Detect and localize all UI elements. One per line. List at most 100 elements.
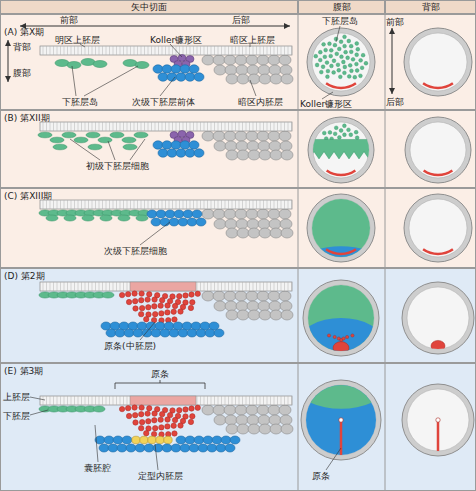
epiblast-cell-wall [200, 282, 201, 291]
secondary-hypoblast-cell [180, 444, 190, 452]
epiblast-cell-wall [211, 122, 212, 131]
epiblast-cell-wall [57, 282, 58, 291]
epiblast-cell-wall [162, 396, 163, 405]
epiblast-cell-wall [127, 46, 128, 55]
epiblast-cell-wall [165, 122, 166, 131]
secondary-hypoblast-cell [133, 329, 143, 337]
secondary-hypoblast-cell [192, 210, 202, 218]
epiblast-cell-wall [200, 122, 201, 131]
yolk-cell [258, 141, 270, 151]
yolk-cell [236, 415, 248, 425]
yolk-cell [236, 141, 248, 151]
epiblast-cell-wall [116, 200, 117, 209]
ventral-view [299, 369, 383, 460]
epiblast-cell-wall [144, 200, 145, 209]
definitive-endoderm-cell [132, 436, 140, 444]
epiblast-cell-wall [85, 282, 86, 291]
epiblast-cell-wall [242, 200, 243, 209]
epiblast-cell-wall [60, 200, 61, 209]
secondary-hypoblast-cell [169, 218, 179, 226]
epiblast-cell-wall [207, 122, 208, 131]
streak-mesoderm-cell [183, 300, 188, 305]
epiblast-cell-wall [284, 200, 285, 209]
epiblast-cell-wall [85, 200, 86, 209]
posterior-hypoblast-cell [171, 141, 181, 149]
streak-mesoderm-cell [133, 420, 138, 425]
posterior-hypoblast-cell [189, 65, 199, 73]
epiblast-cell-wall [158, 396, 159, 405]
epiblast-cell-wall [225, 200, 226, 209]
yolk-cell [281, 150, 293, 160]
streak-mesoderm-cell [159, 432, 164, 437]
epiblast-cell-wall [148, 122, 149, 131]
streak-mesoderm-cell [144, 431, 149, 436]
koller-sickle-arc [326, 83, 356, 88]
primary-hypoblast-sheet [307, 194, 375, 262]
epiblast-cell-wall [214, 122, 215, 131]
epiblast-cell-wall [249, 46, 250, 55]
secondary-hypoblast-cell [113, 436, 123, 444]
primary-hypoblast-cell [98, 137, 112, 143]
yolk-cell [279, 209, 291, 219]
epiblast-cell-wall [190, 46, 191, 55]
part-label: 次级下胚层前体 [132, 97, 195, 107]
leader-line [170, 44, 182, 57]
epiblast-cell-wall [99, 396, 100, 405]
leader-line [140, 222, 170, 245]
epiblast-cell-wall [74, 282, 75, 291]
hypoblast-island [135, 62, 149, 69]
epiblast-cell-wall [46, 46, 47, 55]
hypoblast-island [67, 62, 81, 69]
epiblast-cell-wall [106, 200, 107, 209]
streak-mesoderm-cell [146, 426, 151, 431]
yolk-cell [237, 150, 249, 160]
primary-hypoblast-cell [75, 292, 87, 298]
secondary-hypoblast-cell [189, 444, 199, 452]
epiblast-cell-wall [183, 200, 184, 209]
epiblast-cell-wall [260, 122, 261, 131]
epiblast-cell-wall [148, 200, 149, 209]
epiblast-cell-wall [102, 200, 103, 209]
streak-mesoderm-cell [162, 407, 167, 412]
streak-mesoderm-cell [172, 417, 177, 422]
epiblast-cell-wall [197, 122, 198, 131]
secondary-hypoblast-cell [164, 322, 174, 330]
epiblast-cell-wall [74, 200, 75, 209]
area-opaca-ring [405, 117, 471, 183]
secondary-hypoblast-cell [119, 322, 129, 330]
epiblast-cell-wall [127, 200, 128, 209]
area-opaca-ring [402, 282, 474, 354]
header-text: 腹部 [299, 2, 384, 13]
streak-mesoderm-cell [132, 291, 137, 296]
primary-hypoblast-cell [138, 210, 150, 216]
epiblast-cell-wall [67, 46, 68, 55]
epiblast-cell-wall [134, 200, 135, 209]
secondary-hypoblast-cell [225, 444, 235, 452]
yolk-cell [202, 55, 214, 65]
epiblast-cell-wall [270, 282, 271, 291]
ventral-view [299, 280, 383, 365]
primary-hypoblast-cell [66, 210, 78, 216]
yolk-cell [224, 55, 236, 65]
epiblast-cell-wall [155, 396, 156, 405]
yolk-cell [237, 424, 249, 434]
primary-hypoblast-cell [75, 210, 87, 216]
primary-hypoblast-cell [100, 215, 112, 221]
yolk-cell [214, 415, 226, 425]
hypoblast-island-dot [364, 61, 368, 65]
epiblast-cell-wall [249, 396, 250, 405]
epiblast-cell-wall [95, 396, 96, 405]
secondary-hypoblast-cell [212, 436, 222, 444]
streak-mesoderm-cell [166, 318, 171, 323]
epiblast-cell-wall [151, 46, 152, 55]
epiblast-cell-wall [102, 396, 103, 405]
secondary-hypoblast-cell [178, 329, 188, 337]
epiblast-cell-wall [127, 122, 128, 131]
secondary-hypoblast-cell [117, 444, 127, 452]
epiblast-cell-wall [228, 122, 229, 131]
yolk-cell [268, 405, 280, 415]
area-opaca-ring [402, 384, 474, 456]
epiblast-cell-wall [291, 396, 292, 405]
epiblast-cell-wall [270, 396, 271, 405]
secondary-hypoblast-cell [178, 218, 188, 226]
